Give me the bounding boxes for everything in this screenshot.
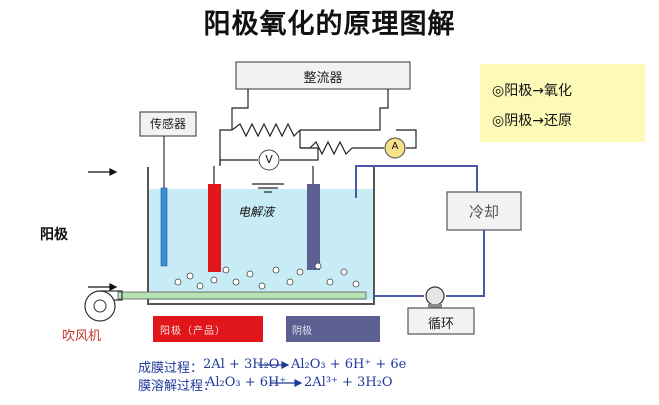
resistor-top bbox=[231, 122, 301, 138]
voltmeter-symbol: V bbox=[265, 153, 273, 166]
film-formation-lhs: 2Al + 3H₂O bbox=[203, 357, 280, 372]
ammeter-symbol: A bbox=[391, 141, 399, 152]
inlet-arrow-top bbox=[88, 168, 118, 176]
formula-arrow-1 bbox=[258, 361, 290, 369]
electrolyte-label: 电解液 bbox=[238, 205, 275, 219]
film-formation-rhs: Al₂O₃ + 6H⁺ + 6e bbox=[291, 357, 407, 372]
rectifier-box bbox=[235, 61, 411, 90]
blower-icon bbox=[84, 290, 123, 322]
ammeter-icon bbox=[384, 137, 406, 159]
anode-side-label: 阳极 bbox=[40, 227, 68, 243]
film-formation-label: 成膜过程： bbox=[138, 361, 204, 376]
rectifier-label: 整流器 bbox=[303, 71, 343, 86]
formula-arrow-2 bbox=[271, 379, 303, 387]
bubbles bbox=[174, 262, 360, 290]
circulation-box bbox=[407, 307, 475, 335]
pump-icon bbox=[425, 286, 445, 308]
blower-label: 吹风机 bbox=[62, 329, 102, 344]
legend-item-cathode: ◎阴极→还原 bbox=[492, 113, 572, 129]
film-dissolution-rhs: 2Al³⁺ + 3H₂O bbox=[304, 375, 393, 390]
cathode-bar bbox=[286, 316, 380, 342]
sensor-probe bbox=[160, 187, 168, 267]
cathode-bar-label: 阴极 bbox=[292, 326, 312, 337]
circulation-label: 循环 bbox=[427, 317, 454, 332]
page-title: 阳极氧化的原理图解 bbox=[203, 9, 456, 40]
cooling-box bbox=[446, 191, 522, 231]
anode-electrode bbox=[208, 184, 221, 272]
legend-box: ◎阳极→氧化 ◎阴极→还原 bbox=[480, 64, 645, 142]
cooling-label: 冷却 bbox=[468, 203, 499, 221]
inlet-arrow-bottom bbox=[88, 283, 118, 291]
cooling-pipe-in bbox=[355, 165, 478, 198]
anode-bar bbox=[153, 316, 263, 342]
cathode-electrode bbox=[307, 184, 320, 270]
film-dissolution-label: 膜溶解过程： bbox=[138, 379, 217, 394]
circulation-pipe bbox=[446, 230, 485, 297]
legend-item-anode: ◎阳极→氧化 bbox=[492, 83, 572, 99]
sensor-box bbox=[139, 111, 197, 137]
tank-walls bbox=[147, 167, 375, 305]
anode-bar-label: 阳极（产品） bbox=[160, 326, 226, 337]
film-dissolution-lhs: Al₂O₃ + 6H⁺ bbox=[206, 375, 287, 390]
sensor-label: 传感器 bbox=[149, 117, 186, 131]
electrolyte-fill bbox=[148, 189, 374, 300]
voltmeter-icon bbox=[258, 149, 280, 171]
resistor-bottom bbox=[309, 140, 353, 156]
air-pipe bbox=[117, 291, 367, 300]
